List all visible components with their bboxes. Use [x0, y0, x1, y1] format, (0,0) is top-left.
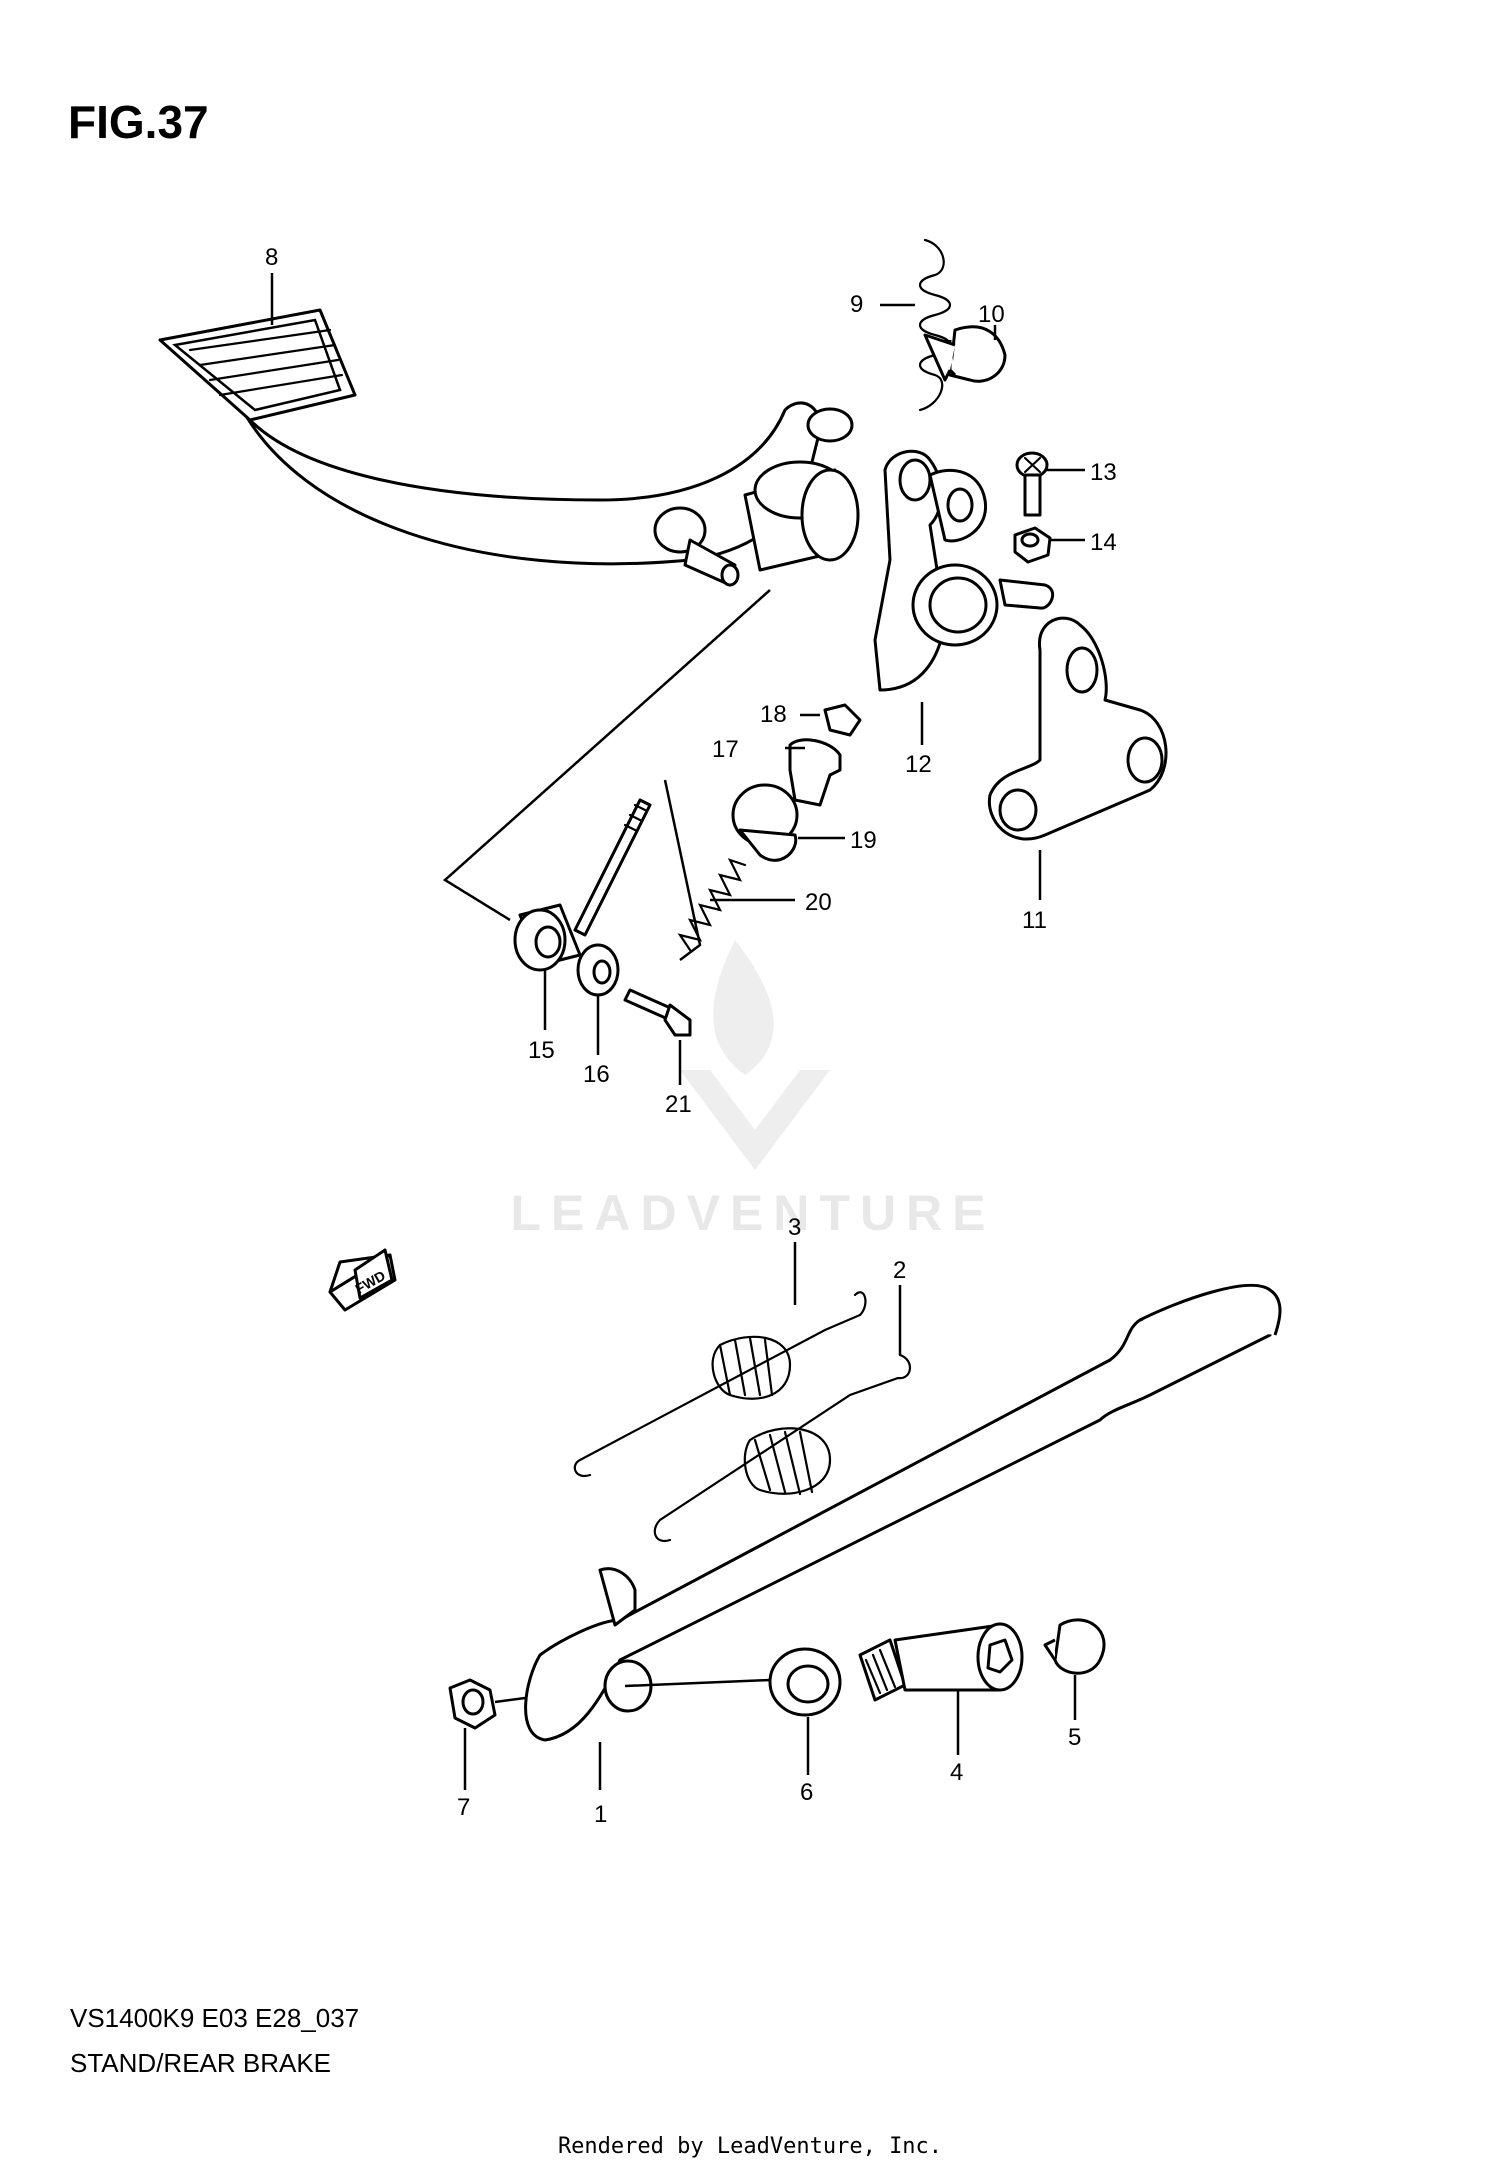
label-part-4: 4	[950, 1759, 963, 1786]
rendered-by-credit: Rendered by LeadVenture, Inc.	[557, 2134, 943, 2159]
brake-pedal	[158, 308, 860, 587]
washer-16	[576, 943, 620, 997]
label-part-2: 2	[893, 1257, 906, 1284]
brake-rod	[573, 798, 652, 937]
label-part-5: 5	[1068, 1724, 1081, 1751]
stand-spring-2	[653, 1353, 911, 1543]
nut-14	[1013, 526, 1052, 564]
nut-7	[448, 1678, 497, 1730]
label-part-16: 16	[583, 1061, 610, 1088]
model-code: VS1400K9 E03 E28_037	[70, 2003, 360, 2033]
label-part-12: 12	[905, 751, 932, 778]
collar-19	[731, 783, 799, 862]
label-part-7: 7	[457, 1794, 470, 1821]
label-part-20: 20	[805, 889, 832, 916]
clip-18	[823, 703, 862, 737]
leadventure-watermark: LEADVENTURE	[510, 940, 995, 1241]
side-stand	[524, 1283, 1282, 1742]
section-name: STAND/REAR BRAKE	[70, 2048, 332, 2078]
v-logo-icon	[680, 1070, 830, 1170]
label-part-6: 6	[800, 1779, 813, 1806]
washer-6	[768, 1647, 842, 1717]
fwd-direction-arrow: FWD	[328, 1248, 397, 1312]
bolt-21	[623, 988, 692, 1037]
label-part-14: 14	[1090, 529, 1117, 556]
label-part-18: 18	[760, 701, 787, 728]
callout-leaders-lower	[463, 1242, 1077, 1790]
label-part-3: 3	[788, 1214, 801, 1241]
joint-15	[513, 903, 582, 972]
watermark-text: LEADVENTURE	[510, 1185, 995, 1241]
bolt-4	[858, 1622, 1024, 1702]
label-part-21: 21	[665, 1091, 692, 1118]
label-part-10: 10	[978, 301, 1005, 328]
label-part-13: 13	[1090, 459, 1117, 486]
bolt-10	[923, 325, 1007, 383]
screw-13	[1015, 451, 1049, 517]
guide-lines-upper	[442, 589, 771, 961]
callout-leaders-upper	[270, 273, 1085, 1085]
stand-spring-3	[573, 1291, 867, 1478]
label-part-11: 11	[1022, 907, 1047, 934]
brake-lever-12	[873, 449, 1055, 692]
figure-title: FIG.37	[68, 96, 209, 148]
pin-17	[788, 738, 842, 807]
flame-logo-icon	[713, 940, 774, 1075]
label-part-8: 8	[265, 244, 278, 271]
spring-20	[677, 858, 747, 952]
cap-5	[1043, 1618, 1106, 1675]
label-part-15: 15	[528, 1037, 555, 1064]
link-11	[987, 616, 1168, 841]
return-spring	[918, 238, 952, 412]
label-part-17: 17	[712, 736, 739, 763]
part-labels: 8 9 10 13 14 18 17 12 19 20 11 15 16 21 …	[265, 244, 1117, 1828]
label-part-19: 19	[850, 827, 877, 854]
label-part-9: 9	[850, 291, 863, 318]
label-part-1: 1	[594, 1801, 607, 1828]
